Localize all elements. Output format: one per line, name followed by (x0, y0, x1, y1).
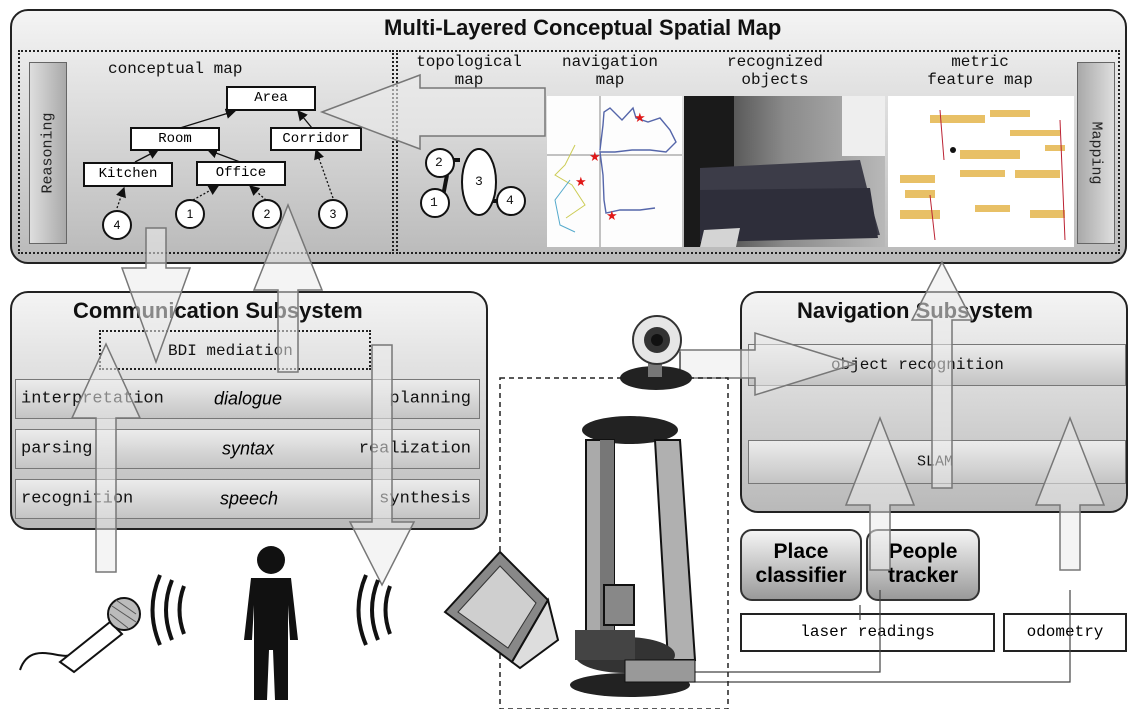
webcam-icon (620, 315, 692, 390)
reasoning-box: Reasoning (29, 62, 67, 244)
topo-node-label: 1 (430, 195, 438, 210)
conceptual-map-frame (18, 50, 394, 254)
svg-text:★: ★ (634, 111, 646, 126)
mapping-box: Mapping (1077, 62, 1115, 244)
touchscreen-icon (443, 550, 560, 670)
arrow-up-from-bdi (252, 202, 324, 373)
concept-node-area: Area (226, 86, 316, 111)
bdi-mediation-box (99, 330, 371, 370)
planning-label: planning (389, 389, 471, 409)
layer-title-objects: recognized objects (726, 53, 823, 89)
concept-node-office: Office (196, 161, 286, 186)
layer-title-metric: metric feature map (927, 53, 1033, 89)
dialogue-label: dialogue (214, 388, 283, 409)
robot-icon (570, 416, 697, 697)
parsing-label: parsing (21, 439, 93, 459)
arrow-odometry-to-slam (1034, 415, 1106, 571)
place-node: 1 (175, 199, 205, 229)
sound-waves-right-icon (356, 574, 392, 646)
svg-text:★: ★ (589, 150, 601, 165)
place-node: 3 (318, 199, 348, 229)
odometry-box: odometry (1003, 613, 1127, 652)
sound-waves-left-icon (150, 574, 186, 646)
conceptual-map-title: conceptual map (108, 60, 243, 78)
arrow-up-from-microphone (70, 342, 142, 573)
person-icon (244, 546, 298, 700)
concept-node-room: Room (130, 127, 220, 151)
communication-subsystem-title: Communication Subsystem (73, 298, 363, 323)
arrow-down-to-bdi (120, 227, 192, 365)
place-node: 2 (252, 199, 282, 229)
layer-title-navigation: navigation map (561, 53, 658, 89)
microphone-icon (19, 597, 141, 674)
speech-label: speech (220, 488, 279, 509)
bdi-mediation-label: BDI mediation (168, 342, 293, 360)
arrow-down-to-speaker (348, 344, 416, 587)
syntax-layer: parsing syntax realization (15, 429, 480, 469)
concept-node-kitchen: Kitchen (83, 162, 173, 187)
topo-node-label: 2 (435, 155, 443, 170)
place-classifier-box: Place classifier (740, 529, 862, 601)
svg-text:★: ★ (606, 209, 618, 224)
concept-node-corridor: Corridor (270, 127, 362, 151)
main-title: Multi-Layered Conceptual Spatial Map (384, 15, 782, 40)
topo-node-label: 3 (475, 174, 483, 189)
syntax-label: syntax (222, 438, 275, 459)
arrow-up-to-metric-map (910, 260, 974, 489)
svg-text:★: ★ (575, 175, 587, 190)
object-recognition-label: object recognition (831, 356, 1004, 374)
layers-frame (396, 50, 1120, 254)
synthesis-label: synthesis (379, 489, 471, 509)
layer-title-topological: topological map (416, 53, 522, 89)
place-node: 4 (102, 210, 132, 240)
topo-node-label: 4 (506, 193, 514, 208)
arrow-laser-to-slam (844, 415, 916, 571)
laser-readings-box: laser readings (740, 613, 995, 652)
